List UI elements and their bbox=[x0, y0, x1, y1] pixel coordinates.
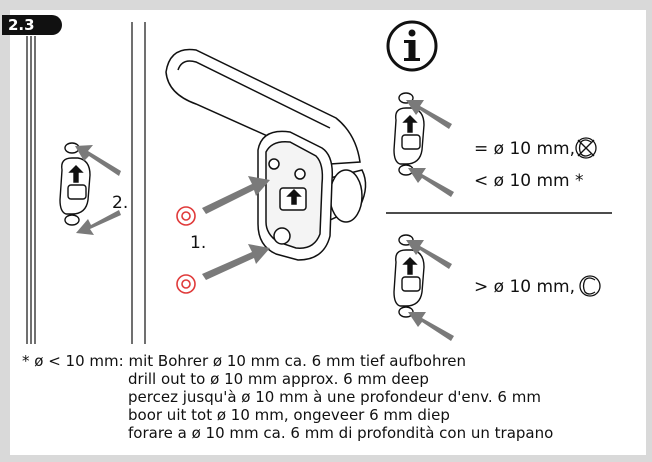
info-line-equal: = ø 10 mm, bbox=[474, 139, 575, 159]
info-lock-detail-top bbox=[393, 92, 425, 176]
step-2-label: 2. bbox=[112, 193, 128, 213]
info-lock-detail-bottom bbox=[393, 234, 425, 318]
red-seal-nuts bbox=[176, 206, 196, 294]
info-arrows-bottom bbox=[406, 240, 454, 341]
footnote: * ø < 10 mm: mit Bohrer ø 10 mm ca. 6 mm… bbox=[22, 352, 642, 442]
circled-c-icon bbox=[579, 275, 601, 297]
step-1-label: 1. bbox=[190, 233, 206, 253]
footnote-line: forare a ø 10 mm ca. 6 mm di profondità … bbox=[128, 424, 554, 442]
footnote-lead: * ø < 10 mm: bbox=[22, 352, 124, 370]
handle-arrows bbox=[202, 176, 270, 280]
left-arrows bbox=[75, 145, 121, 235]
left-lock-detail bbox=[59, 142, 91, 226]
crossed-c-icon bbox=[575, 137, 597, 159]
footnote-line: boor uit tot ø 10 mm, ongeveer 6 mm diep bbox=[128, 406, 450, 424]
step-badge: 2.3 bbox=[2, 15, 62, 35]
info-icon bbox=[386, 20, 438, 72]
door-handle bbox=[165, 48, 367, 261]
info-arrows-top bbox=[406, 100, 454, 197]
info-line-greater: > ø 10 mm, bbox=[474, 277, 575, 297]
footnote-line: drill out to ø 10 mm approx. 6 mm deep bbox=[128, 370, 429, 388]
footnote-line: percez jusqu'à ø 10 mm à une profondeur … bbox=[128, 388, 541, 406]
footnote-line: mit Bohrer ø 10 mm ca. 6 mm tief aufbohr… bbox=[128, 352, 467, 370]
info-line-less: < ø 10 mm * bbox=[474, 171, 584, 191]
footnote-row: * ø < 10 mm: mit Bohrer ø 10 mm ca. 6 mm… bbox=[22, 352, 642, 370]
door-edge-lines bbox=[26, 22, 146, 344]
